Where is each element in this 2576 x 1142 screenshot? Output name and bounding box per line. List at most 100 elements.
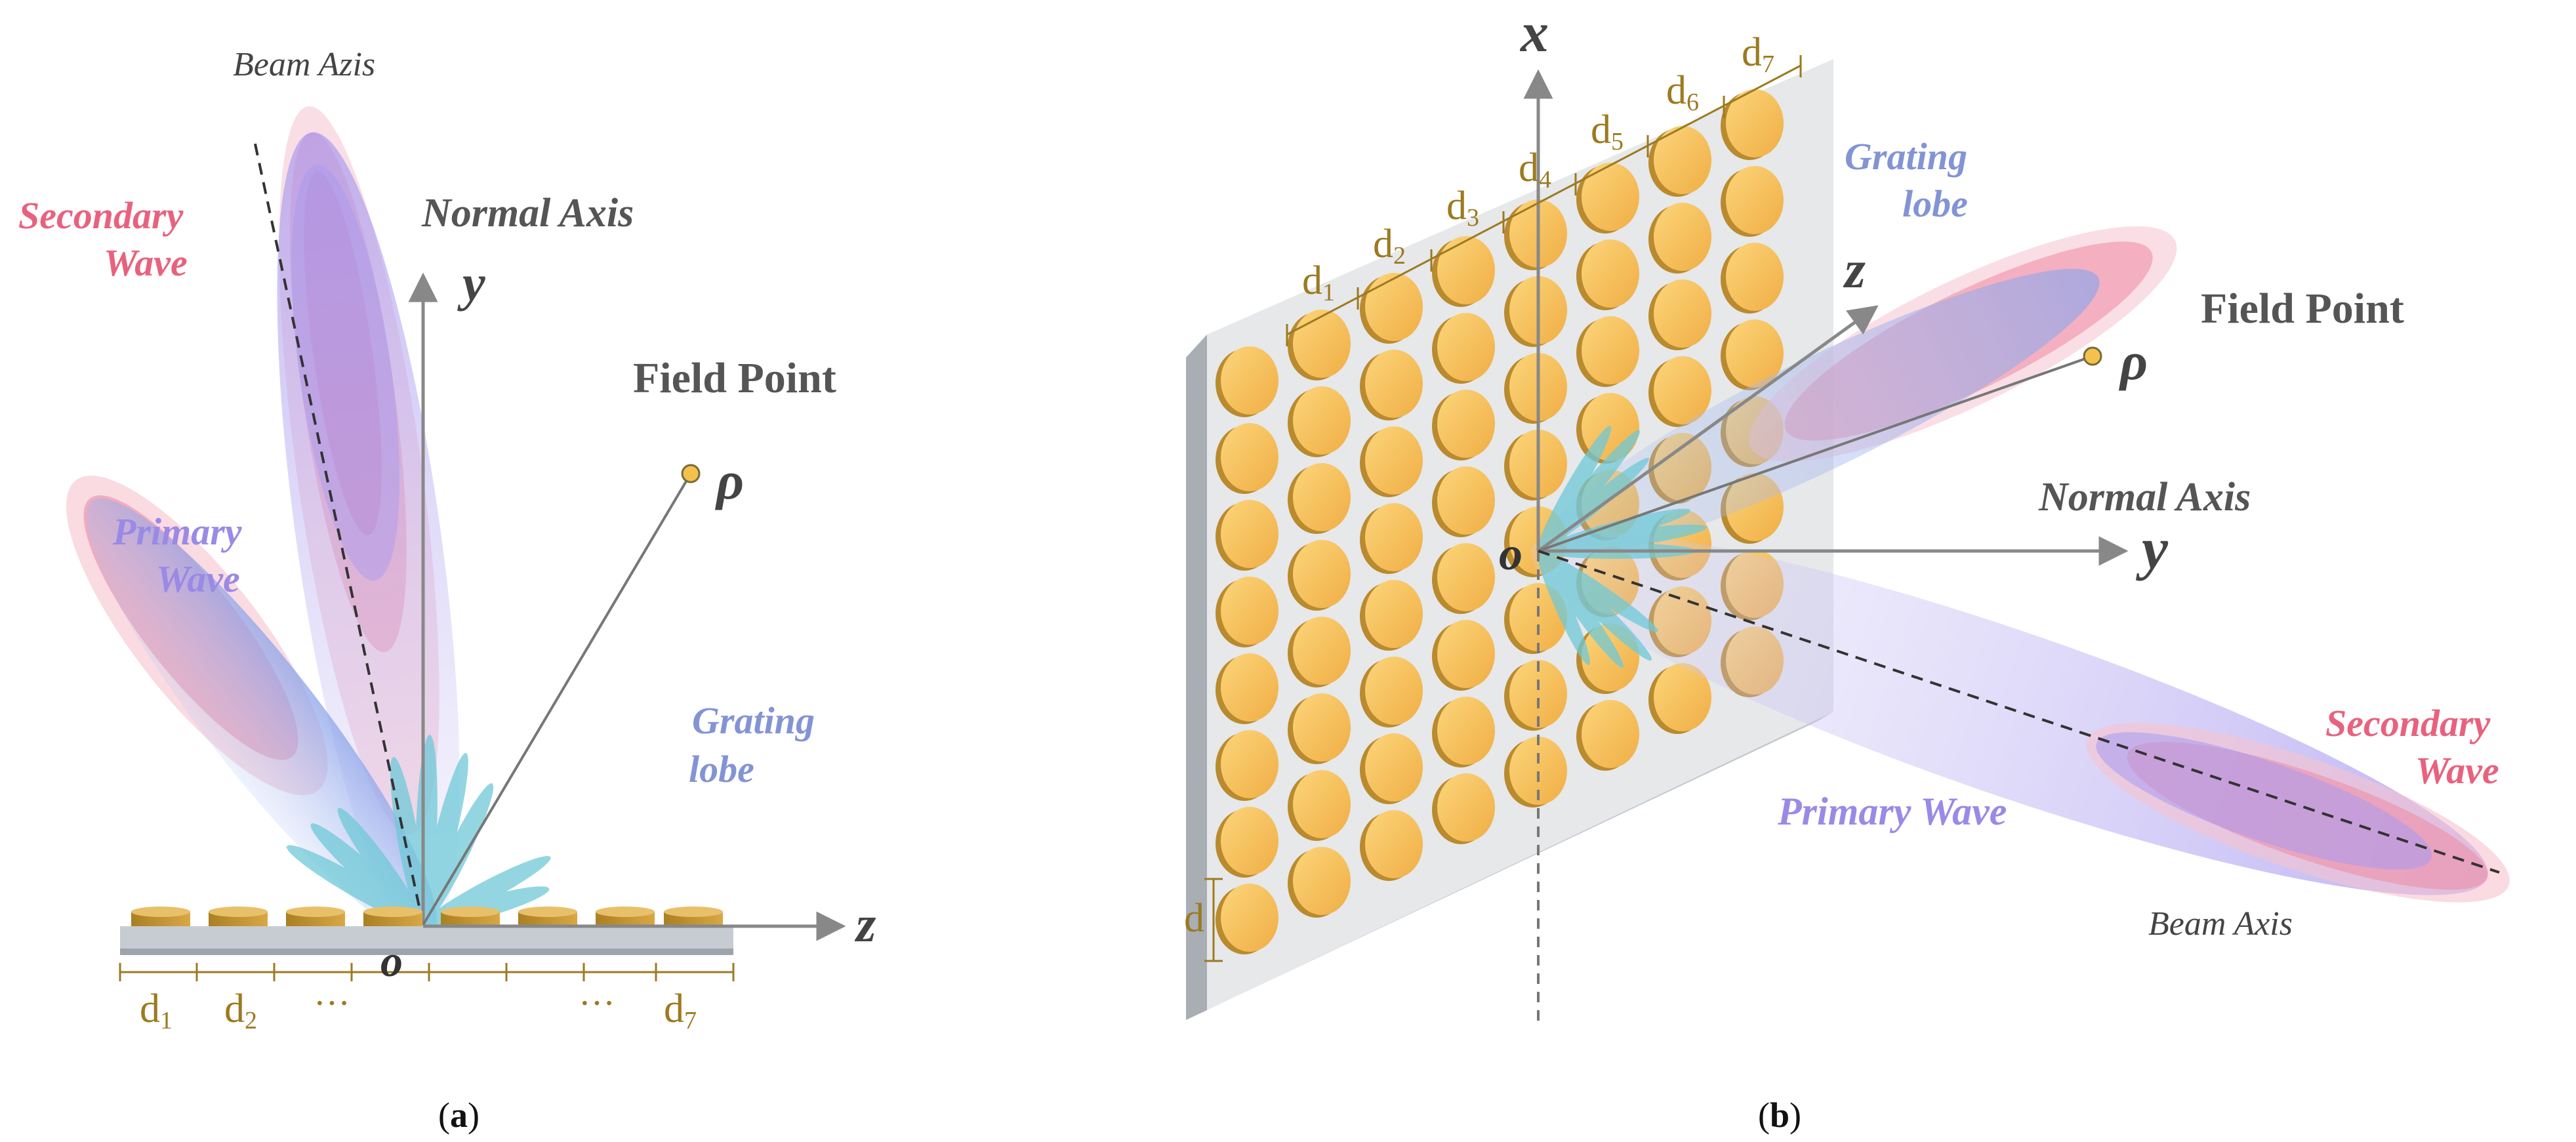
- normal-axis-label-a: Normal Axis: [421, 191, 634, 235]
- array-patch: [1360, 350, 1423, 420]
- primary-wave-label-b: Primary Wave: [1777, 790, 2007, 833]
- board-side-b: [1186, 335, 1207, 1020]
- secondary-wave-label-b-2: Wave: [2415, 749, 2499, 792]
- x-axis-label-b: x: [1519, 1, 1549, 64]
- spacing-bar-a: [119, 963, 735, 981]
- array-patch: [1432, 313, 1495, 384]
- array-patch: [1576, 163, 1639, 234]
- spacing-b-5: d5: [1591, 108, 1624, 155]
- rho-label-b: ρ: [2118, 331, 2148, 391]
- field-point-marker-b: [2083, 346, 2102, 366]
- secondary-wave-label-a-1: Secondary: [18, 194, 184, 237]
- grating-lobe-b: [1543, 226, 2177, 558]
- array-patch: [1216, 807, 1278, 878]
- grating-lobe-label-a-1: Grating: [692, 699, 815, 742]
- array-patch: [1576, 239, 1639, 310]
- spacing-a-2: d2: [224, 987, 257, 1034]
- array-patch: [1432, 543, 1495, 614]
- beam-axis-label-b: Beam Axis: [2148, 905, 2293, 943]
- spacing-b-1: d1: [1302, 258, 1335, 306]
- spacing-a-1: d1: [140, 987, 173, 1034]
- array-patch: [1360, 426, 1423, 497]
- array-patch: [1288, 847, 1351, 918]
- array-patch: [1576, 316, 1639, 387]
- array-patch: [1721, 319, 1784, 390]
- grating-lobe-label-a-2: lobe: [689, 748, 754, 790]
- array-patch: [1432, 697, 1495, 767]
- spacing-b-6: d6: [1666, 68, 1699, 116]
- array-patch: [1432, 773, 1495, 844]
- y-axis-label-a: y: [457, 255, 485, 312]
- field-point-label-b: Field Point: [2201, 285, 2404, 333]
- array-patch: [1288, 770, 1351, 841]
- array-patch: [1216, 423, 1278, 494]
- panel-a: Beam Azis Normal Axis y z o Secondary Wa…: [18, 46, 876, 1135]
- array-patch: [1648, 203, 1711, 274]
- array-patch: [1721, 89, 1784, 160]
- spacing-b-4: d4: [1519, 146, 1551, 194]
- z-axis-label-b: z: [1843, 239, 1866, 299]
- origin-label-b: o: [1499, 527, 1523, 580]
- spacing-a-3: ···: [314, 983, 350, 1024]
- spacing-b-d: d: [1184, 896, 1204, 941]
- side-lobes-b: [1537, 426, 1707, 668]
- array-patch: [1648, 126, 1711, 197]
- array-patch: [1288, 540, 1351, 611]
- array-patch: [1648, 356, 1711, 427]
- array-patch: [1432, 390, 1495, 460]
- secondary-wave-label-b-1: Secondary: [2325, 702, 2491, 744]
- array-patch: [1360, 810, 1423, 881]
- array-patch: [1360, 657, 1423, 727]
- spacing-a-5: d7: [664, 987, 697, 1034]
- array-patch: [1288, 693, 1351, 764]
- grating-lobe-label-b-1: Grating: [1845, 135, 1967, 178]
- panel-b: x z y o ρ Field Point Normal Axis Gratin…: [1184, 1, 2510, 1135]
- array-patch: [1648, 663, 1711, 734]
- array-patch: [1216, 577, 1278, 647]
- spacing-bar-b: [1204, 55, 1802, 962]
- array-patch: [1216, 730, 1278, 801]
- spacing-b-7: d7: [1742, 30, 1774, 78]
- field-point-marker-a: [681, 464, 701, 483]
- beam-axis-label-a: Beam Azis: [233, 46, 375, 83]
- spacing-b-3: d3: [1446, 184, 1479, 232]
- primary-wave-lobe-a: [277, 132, 460, 938]
- array-patch: [1432, 620, 1495, 691]
- array-patch: [1288, 463, 1351, 534]
- array-patch: [1288, 386, 1351, 457]
- array-patch: [1504, 660, 1567, 731]
- field-point-label-a: Field Point: [633, 354, 836, 402]
- field-point-line-b: [1538, 355, 2093, 552]
- normal-axis-label-b: Normal Axis: [2038, 475, 2251, 520]
- y-axis-label-b: y: [2135, 516, 2169, 581]
- z-axis-b: [1537, 305, 1879, 553]
- array-patch: [1216, 653, 1278, 724]
- spacing-a-4: ···: [579, 983, 615, 1024]
- substrate-a: [120, 926, 733, 952]
- rho-label-a: ρ: [714, 451, 744, 510]
- origin-label-a: o: [380, 936, 403, 986]
- spacing-labels-b: d1 d2 d3 d4 d5 d6 d7 d: [1184, 30, 1774, 941]
- array-patch: [1216, 500, 1278, 571]
- array-patch: [1360, 733, 1423, 804]
- grating-lobe-label-b-2: lobe: [1902, 182, 1968, 225]
- z-axis-label-a: z: [854, 895, 876, 952]
- primary-wave-label-a-2: Wave: [156, 558, 240, 600]
- array-patch: [1721, 166, 1784, 237]
- beam-axis-line-a: [253, 140, 424, 926]
- array-patch: [1360, 580, 1423, 651]
- beam-axis-line-b: [1538, 550, 2500, 874]
- array-patch: [1216, 884, 1278, 954]
- caption-b: (b): [1758, 1095, 1801, 1135]
- array-patch: [1648, 279, 1711, 350]
- array-patch: [1360, 273, 1423, 344]
- secondary-wave-label-a-2: Wave: [104, 241, 188, 284]
- array-patch: [1288, 617, 1351, 687]
- patches-a: [131, 907, 723, 926]
- spacing-b-2: d2: [1373, 222, 1406, 270]
- primary-wave-label-a-1: Primary: [112, 510, 242, 553]
- caption-a: (a): [438, 1095, 480, 1135]
- array-patch: [1360, 503, 1423, 574]
- field-point-line-a: [422, 472, 692, 926]
